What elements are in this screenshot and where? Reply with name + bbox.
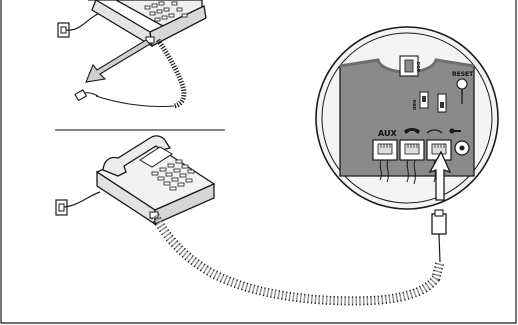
key-icon — [456, 78, 468, 104]
slide-switches: ooo — [412, 91, 447, 113]
telephone-icon — [88, 0, 207, 48]
rj-plug-icon — [74, 89, 99, 102]
arrow-icon — [85, 39, 151, 83]
bottom-telephone-illustration — [55, 135, 447, 306]
connector-panel-zoom: ooo RESET ooo AUX — [315, 26, 499, 210]
rj-plug-icon — [431, 209, 447, 263]
telephone-icon — [95, 135, 216, 226]
line-port — [426, 139, 452, 161]
power-jack — [454, 140, 470, 156]
top-switch: ooo — [399, 55, 422, 77]
line-cord — [63, 191, 101, 208]
coiled-cord-top — [155, 38, 187, 109]
arrow-icon — [428, 150, 452, 201]
line-cord — [65, 13, 99, 31]
handset-icon — [404, 128, 420, 134]
reset-label: RESET — [452, 71, 474, 78]
telephone-line-icon — [426, 129, 443, 134]
coiled-cord-bottom — [151, 213, 445, 306]
handset-port — [399, 139, 425, 161]
key-icon — [449, 128, 461, 134]
top-telephone-illustration — [57, 0, 207, 109]
wall-socket-icon — [55, 199, 68, 216]
switch-top-label: ooo — [416, 61, 422, 72]
switch-side-label: ooo — [412, 99, 418, 110]
aux-port — [372, 139, 398, 161]
aux-label: AUX — [378, 129, 397, 138]
